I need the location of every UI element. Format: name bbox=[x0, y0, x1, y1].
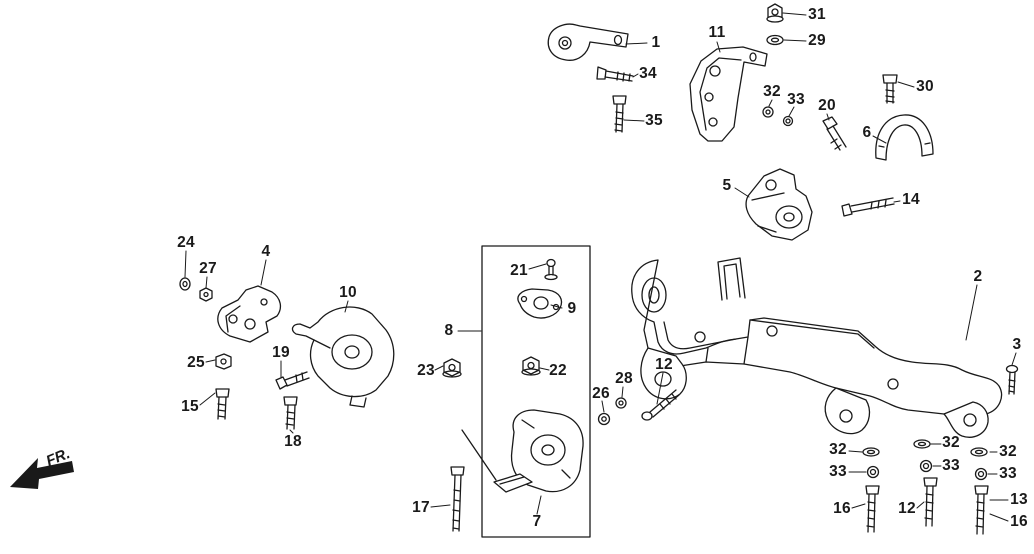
part-32-washer-mid-art bbox=[913, 439, 931, 449]
callout-32: 32 bbox=[999, 443, 1017, 460]
part-16-bolt-left-art bbox=[865, 485, 880, 533]
part-23-nut-art bbox=[442, 358, 462, 378]
callout-10: 10 bbox=[339, 284, 357, 301]
part-15-bolt-art bbox=[215, 388, 230, 420]
callout-13: 13 bbox=[1010, 491, 1028, 508]
part-29-washer-art bbox=[766, 34, 784, 46]
part-35-bolt-art bbox=[612, 95, 627, 133]
callout-17: 17 bbox=[412, 499, 430, 516]
part-33-washer-mid-art bbox=[919, 459, 933, 473]
callout-32: 32 bbox=[829, 441, 847, 458]
callout-33: 33 bbox=[999, 465, 1017, 482]
callout-4: 4 bbox=[261, 243, 271, 260]
part-32-washer-left-art bbox=[862, 447, 880, 457]
callout-14: 14 bbox=[902, 191, 920, 208]
callout-20: 20 bbox=[818, 97, 836, 114]
part-4-bracket-art bbox=[217, 285, 282, 343]
callout-16: 16 bbox=[833, 500, 851, 517]
callout-16: 16 bbox=[1010, 513, 1028, 530]
part-33-washer-top-art bbox=[782, 115, 794, 127]
part-2-rear-beam-art bbox=[631, 257, 1003, 438]
part-33-washer-right-art bbox=[974, 467, 988, 481]
callout-33: 33 bbox=[787, 91, 805, 108]
part-21-stud-art bbox=[544, 258, 558, 281]
part-31-nut-art bbox=[766, 3, 784, 23]
callout-19: 19 bbox=[272, 344, 290, 361]
callout-6: 6 bbox=[862, 124, 872, 141]
part-25-nut-art bbox=[215, 353, 232, 370]
part-32-washer-top-art bbox=[762, 106, 774, 118]
callout-21: 21 bbox=[510, 262, 528, 279]
callout-32: 32 bbox=[763, 83, 781, 100]
part-11-bracket-art bbox=[689, 46, 768, 142]
callout-8: 8 bbox=[444, 322, 454, 339]
callout-32: 32 bbox=[942, 434, 960, 451]
part-3-bolt-art bbox=[1005, 364, 1019, 395]
callout-5: 5 bbox=[722, 177, 732, 194]
part-34-bolt-art bbox=[596, 66, 634, 82]
part-18-bolt-art bbox=[283, 396, 298, 430]
callout-12: 12 bbox=[655, 356, 673, 373]
callout-9: 9 bbox=[567, 300, 577, 317]
part-17-bolt-art bbox=[450, 466, 465, 532]
callout-34: 34 bbox=[639, 65, 657, 82]
callout-31: 31 bbox=[808, 6, 826, 23]
part-8-group-box bbox=[481, 245, 591, 538]
callout-11: 11 bbox=[708, 24, 726, 41]
callout-30: 30 bbox=[916, 78, 934, 95]
part-32-washer-right-art bbox=[970, 447, 988, 457]
part-12-bolt-left-art bbox=[641, 389, 680, 421]
part-13-bolt-right-art bbox=[974, 485, 989, 535]
part-10-mount-art bbox=[291, 306, 395, 408]
part-28-washer-art bbox=[615, 397, 627, 409]
callout-18: 18 bbox=[284, 433, 302, 450]
callout-27: 27 bbox=[199, 260, 217, 277]
callout-22: 22 bbox=[549, 362, 567, 379]
part-7-mount-art bbox=[461, 409, 584, 493]
callout-25: 25 bbox=[187, 354, 205, 371]
callout-3: 3 bbox=[1012, 336, 1022, 353]
part-20-bolt-art bbox=[822, 116, 847, 151]
callout-26: 26 bbox=[592, 385, 610, 402]
callout-33: 33 bbox=[829, 463, 847, 480]
part-24-stud-art bbox=[179, 277, 191, 291]
part-12-bolt-mid-art bbox=[923, 477, 938, 527]
callout-28: 28 bbox=[615, 370, 633, 387]
leader-lines bbox=[184, 12, 1017, 522]
part-22-nut-art bbox=[521, 356, 541, 376]
part-9-plate-art bbox=[517, 288, 563, 319]
callout-23: 23 bbox=[417, 362, 435, 379]
callout-33: 33 bbox=[942, 457, 960, 474]
fr-direction-arrow-icon bbox=[10, 458, 74, 489]
callout-1: 1 bbox=[651, 34, 661, 51]
part-26-washer-art bbox=[597, 412, 611, 426]
callout-15: 15 bbox=[181, 398, 199, 415]
part-30-bolt-art bbox=[882, 74, 898, 104]
callout-12: 12 bbox=[898, 500, 916, 517]
part-14-bolt-art bbox=[841, 197, 895, 217]
part-1-bracket-art bbox=[547, 23, 629, 61]
part-33-washer-left-art bbox=[866, 465, 880, 479]
callout-2: 2 bbox=[973, 268, 983, 285]
part-19-bolt-art bbox=[275, 371, 310, 390]
callout-24: 24 bbox=[177, 234, 195, 251]
part-5-mount-art bbox=[745, 168, 813, 241]
callout-29: 29 bbox=[808, 32, 826, 49]
part-6-strap-art bbox=[875, 114, 934, 161]
callout-35: 35 bbox=[645, 112, 663, 129]
callout-7: 7 bbox=[532, 513, 542, 530]
